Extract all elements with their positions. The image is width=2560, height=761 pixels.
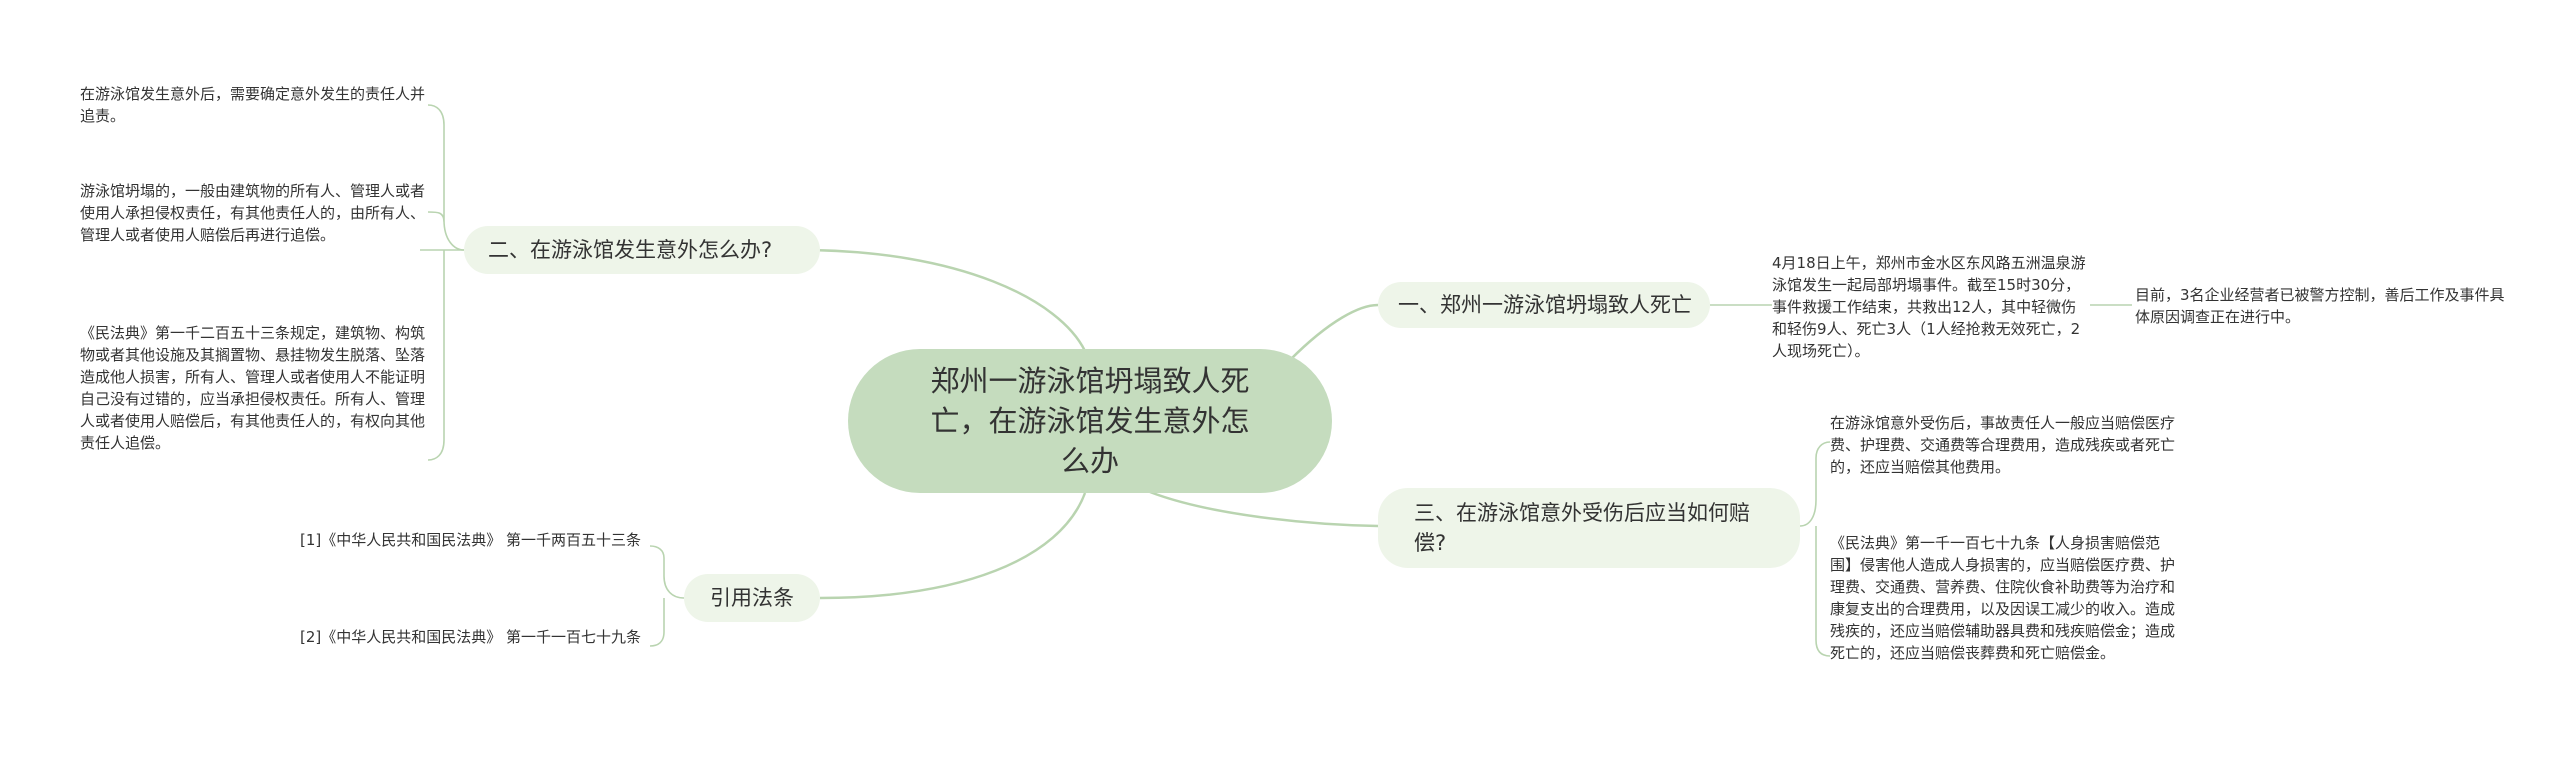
- leaf-b1-1-1[interactable]: 目前，3名企业经营者已被警方控制，善后工作及事件具体原因调查正在进行中。: [2135, 284, 2507, 328]
- branch-2-label: 二、在游泳馆发生意外怎么办?: [488, 238, 773, 262]
- root-topic-label: 郑州一游泳馆坍塌致人死亡，在游泳馆发生意外怎么办: [930, 364, 1250, 478]
- leaf-b2-1[interactable]: 在游泳馆发生意外后，需要确定意外发生的责任人并追责。: [80, 83, 430, 127]
- leaf-b4-1[interactable]: [1]《中华人民共和国民法典》 第一千两百五十三条: [300, 529, 650, 551]
- root-topic[interactable]: 郑州一游泳馆坍塌致人死亡，在游泳馆发生意外怎么办: [848, 349, 1332, 493]
- leaf-b2-2[interactable]: 游泳馆坍塌的，一般由建筑物的所有人、管理人或者使用人承担侵权责任，有其他责任人的…: [80, 180, 430, 246]
- connector-b4-bracket: [649, 545, 685, 647]
- leaf-b3-2[interactable]: 《民法典》第一千一百七十九条【人身损害赔偿范围】侵害他人造成人身损害的，应当赔偿…: [1830, 532, 2182, 664]
- branch-4[interactable]: 引用法条: [684, 574, 820, 622]
- branch-3[interactable]: 三、在游泳馆意外受伤后应当如何赔偿?: [1378, 488, 1800, 568]
- leaf-b1-1[interactable]: 4月18日上午，郑州市金水区东风路五洲温泉游泳馆发生一起局部坍塌事件。截至15时…: [1772, 252, 2090, 362]
- branch-1[interactable]: 一、郑州一游泳馆坍塌致人死亡: [1378, 282, 1710, 328]
- branch-2[interactable]: 二、在游泳馆发生意外怎么办?: [464, 226, 820, 274]
- leaf-b2-3-text: 《民法典》第一千二百五十三条规定，建筑物、构筑物或者其他设施及其搁置物、悬挂物发…: [80, 324, 426, 452]
- leaf-b2-2-text: 游泳馆坍塌的，一般由建筑物的所有人、管理人或者使用人承担侵权责任，有其他责任人的…: [80, 182, 426, 244]
- leaf-b3-2-text: 《民法典》第一千一百七十九条【人身损害赔偿范围】侵害他人造成人身损害的，应当赔偿…: [1830, 534, 2176, 662]
- connector-root-b4: [819, 492, 1087, 600]
- leaf-b4-2[interactable]: [2]《中华人民共和国民法典》 第一千一百七十九条: [300, 626, 650, 648]
- connector-root-b1: [1289, 303, 1379, 361]
- leaf-b4-2-text: [2]《中华人民共和国民法典》 第一千一百七十九条: [300, 628, 642, 646]
- connector-b3-bracket: [1799, 441, 1831, 657]
- leaf-b1-1-text: 4月18日上午，郑州市金水区东风路五洲温泉游泳馆发生一起局部坍塌事件。截至15时…: [1772, 254, 2086, 360]
- connector-root-b2: [799, 248, 1087, 352]
- branch-1-label: 一、郑州一游泳馆坍塌致人死亡: [1398, 293, 1692, 317]
- connector-b2-bracket: [427, 104, 465, 461]
- leaf-b2-3[interactable]: 《民法典》第一千二百五十三条规定，建筑物、构筑物或者其他设施及其搁置物、悬挂物发…: [80, 322, 430, 454]
- leaf-b2-1-text: 在游泳馆发生意外后，需要确定意外发生的责任人并追责。: [80, 85, 426, 125]
- leaf-b4-1-text: [1]《中华人民共和国民法典》 第一千两百五十三条: [300, 531, 642, 549]
- leaf-b3-1-text: 在游泳馆意外受伤后，事故责任人一般应当赔偿医疗费、护理费、交通费等合理费用，造成…: [1830, 414, 2176, 476]
- leaf-b1-1-1-text: 目前，3名企业经营者已被警方控制，善后工作及事件具体原因调查正在进行中。: [2135, 286, 2505, 326]
- branch-3-label: 三、在游泳馆意外受伤后应当如何赔偿?: [1414, 501, 1750, 555]
- leaf-b3-1[interactable]: 在游泳馆意外受伤后，事故责任人一般应当赔偿医疗费、护理费、交通费等合理费用，造成…: [1830, 412, 2182, 478]
- branch-4-label: 引用法条: [710, 586, 794, 610]
- connector-root-b3: [1149, 490, 1379, 528]
